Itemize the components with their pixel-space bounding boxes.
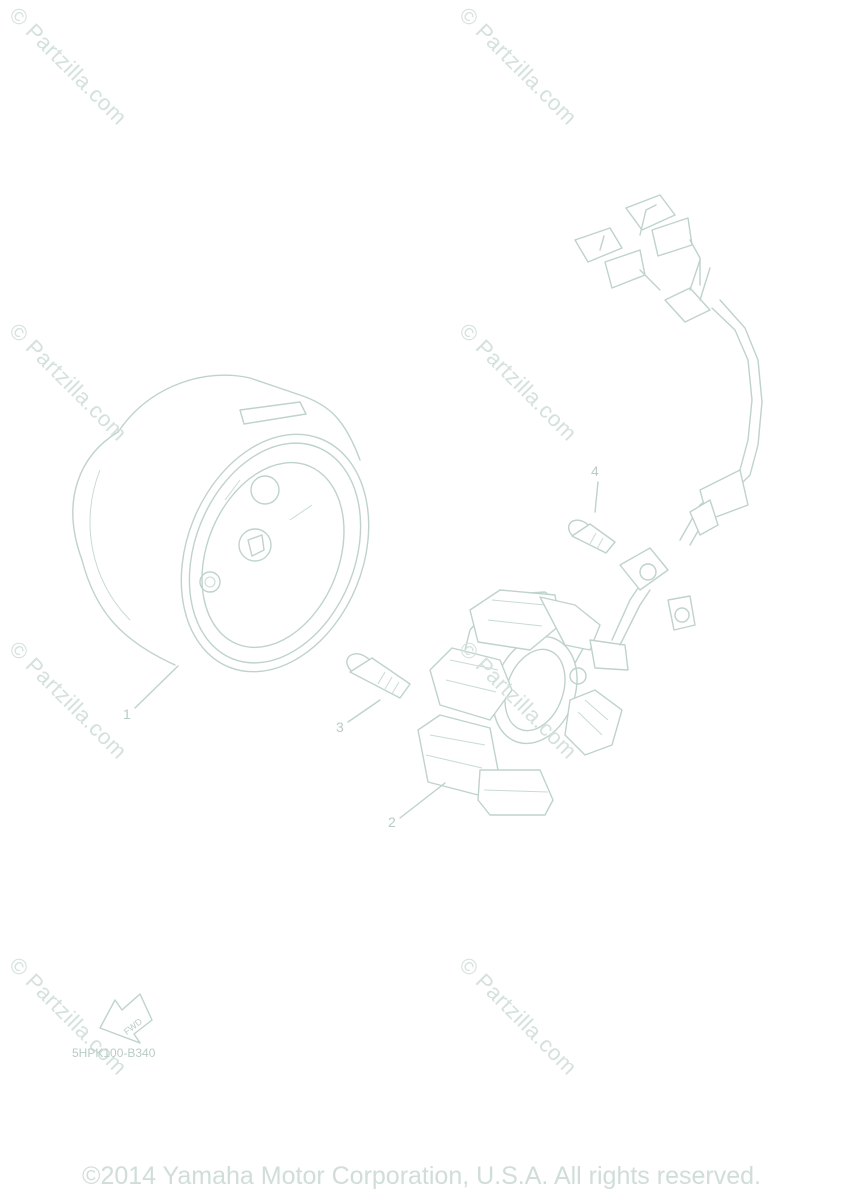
stator-assembly <box>399 584 651 819</box>
lead-screw <box>567 481 696 631</box>
flywheel-rotor <box>72 374 370 709</box>
callout-4: 4 <box>591 463 599 479</box>
callout-1: 1 <box>123 706 131 722</box>
stator-screw <box>346 653 411 723</box>
callout-3: 3 <box>336 719 344 735</box>
copyright-notice: ©2014 Yamaha Motor Corporation, U.S.A. A… <box>82 1162 761 1190</box>
fwd-arrow-icon <box>99 993 153 1044</box>
callout-2: 2 <box>388 814 396 830</box>
wiring-harness <box>574 194 763 546</box>
diagram-code: 5HPK100-B340 <box>72 1046 156 1060</box>
